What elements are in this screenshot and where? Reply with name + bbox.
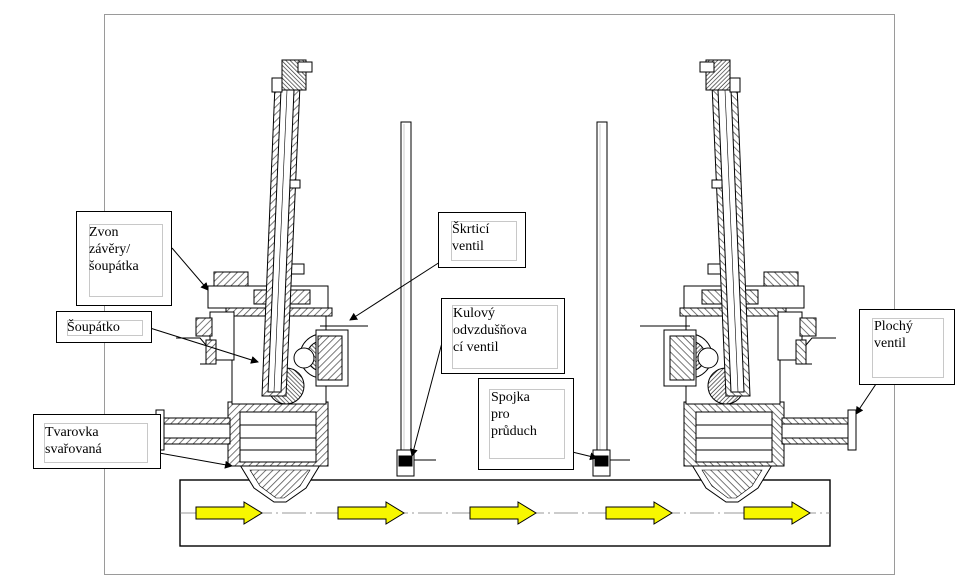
flow-arrow-icon <box>605 501 673 525</box>
label-kulovy-ventil: Kulový odvzdušňova cí ventil <box>441 298 565 374</box>
left-valve-assembly <box>155 59 349 503</box>
flow-arrow-icon <box>743 501 811 525</box>
label-tvarovka-text: Tvarovka svařovaná <box>45 425 102 457</box>
label-tvarovka: Tvarovka svařovaná <box>33 414 161 469</box>
flow-arrow-icon <box>469 501 537 525</box>
label-soupatko-text: Šoupátko <box>67 320 120 335</box>
vent-pipe-left <box>396 121 436 477</box>
label-spojka-text: Spojka pro průduch <box>491 390 537 439</box>
flow-arrows <box>195 501 811 525</box>
label-skrtici-ventil-text: Škrticí ventil <box>452 222 490 254</box>
label-kulovy-ventil-text: Kulový odvzdušňova cí ventil <box>453 306 527 355</box>
label-zvon-zavery-text: Zvon závěry/ šoupátka <box>89 225 139 274</box>
flow-arrow-icon <box>337 501 405 525</box>
label-zvon-zavery: Zvon závěry/ šoupátka <box>76 211 172 306</box>
right-valve-assembly <box>663 59 857 503</box>
vent-pipe-right <box>592 121 630 477</box>
label-soupatko: Šoupátko <box>56 311 152 343</box>
label-plochy-ventil-text: Plochý ventil <box>874 319 913 351</box>
label-spojka: Spojka pro průduch <box>478 378 574 470</box>
flow-arrow-icon <box>195 501 263 525</box>
label-skrtici-ventil: Škrticí ventil <box>438 212 526 268</box>
label-plochy-ventil: Plochý ventil <box>859 309 955 385</box>
